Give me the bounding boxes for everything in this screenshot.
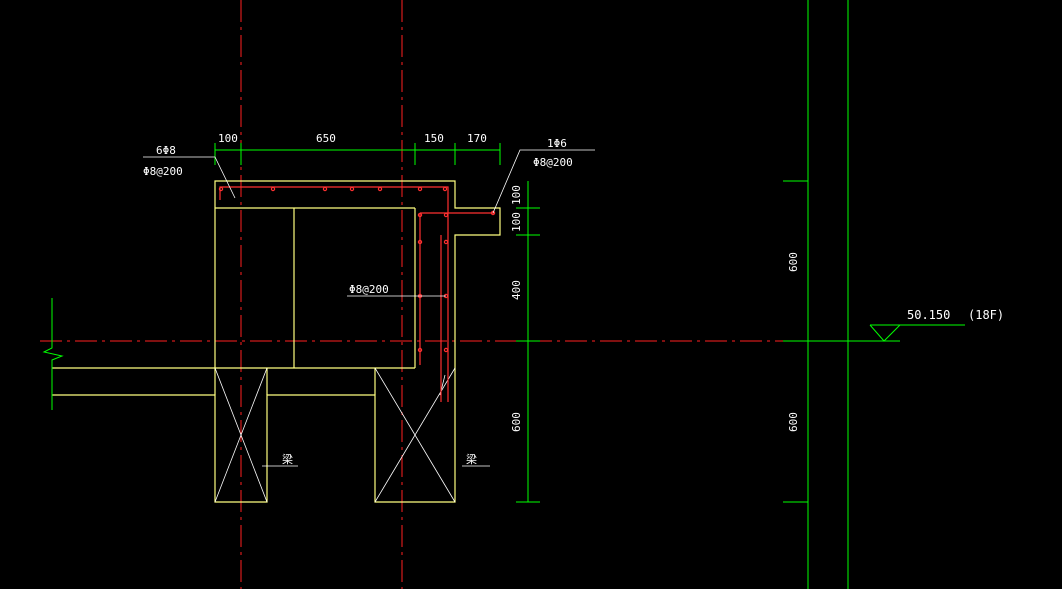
label-top-left-stirrup: Φ8@200 xyxy=(143,165,183,178)
dim-top-1: 100 xyxy=(218,132,238,145)
top-rebar-line xyxy=(219,186,449,205)
break-line xyxy=(42,298,64,410)
dim-right-3: 400 xyxy=(510,280,523,300)
label-mid-rebar: Φ8@200 xyxy=(349,283,389,296)
section-crosses xyxy=(214,367,490,503)
leaders xyxy=(143,149,595,297)
dim-right-1: 100 xyxy=(510,185,523,205)
dim-top-3: 150 xyxy=(424,132,444,145)
label-right-bars: 1Φ6 xyxy=(547,137,567,150)
dim-top-2: 650 xyxy=(316,132,336,145)
label-beam-right: 梁 xyxy=(466,452,477,466)
dim-far-upper: 600 xyxy=(787,252,800,272)
dimensions xyxy=(42,0,965,589)
rebar xyxy=(218,186,496,402)
slab-bottom-outline xyxy=(52,368,456,503)
concrete-outline xyxy=(52,180,501,503)
dim-right-2: 100 xyxy=(510,212,523,232)
dim-far-lower: 600 xyxy=(787,412,800,432)
label-elevation: 50.150 xyxy=(907,308,950,322)
beam-box-outline xyxy=(214,180,501,368)
dim-right-4: 600 xyxy=(510,412,523,432)
dim-top-4: 170 xyxy=(467,132,487,145)
label-floor: (18F) xyxy=(968,308,1004,322)
label-top-left-bars: 6Φ8 xyxy=(156,144,176,157)
label-beam-left: 梁 xyxy=(282,452,293,466)
elevation-triangle xyxy=(869,324,902,342)
label-right-stirrup: Φ8@200 xyxy=(533,156,573,169)
